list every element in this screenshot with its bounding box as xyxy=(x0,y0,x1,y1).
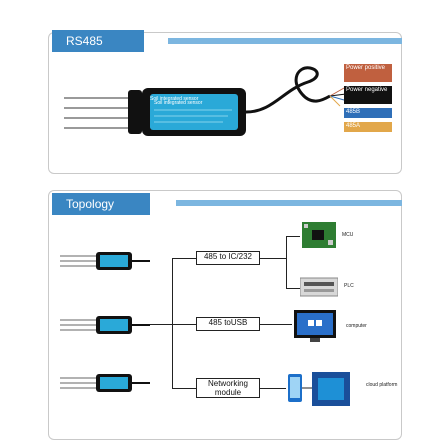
link-ic232 xyxy=(260,258,286,259)
mcu-icon xyxy=(302,222,336,248)
link-ic232-split xyxy=(286,236,287,288)
mcu-label: MCU xyxy=(342,232,354,238)
svg-text:Soil integrated sensor: Soil integrated sensor xyxy=(154,100,203,106)
legend-power-negative: Power negative xyxy=(344,86,392,104)
topology-tab: Topology xyxy=(52,193,150,215)
sensor-bus-link xyxy=(150,324,172,325)
legend-485a: 485A xyxy=(344,122,392,132)
link-to-mcu xyxy=(286,236,300,237)
sensor-1-image xyxy=(60,252,150,270)
rs485-tab: RS485 xyxy=(52,30,144,52)
sensor-2-image xyxy=(60,316,150,334)
rs485-tab-rule xyxy=(168,38,402,44)
bus-branch-3 xyxy=(172,388,196,389)
bus-branch-1 xyxy=(172,258,196,259)
topology-tab-rule xyxy=(176,200,402,206)
converter-ic232: 485 to IC/232 xyxy=(196,251,260,265)
cloud-platform-label: cloud platform xyxy=(366,382,398,388)
sensor-3-image xyxy=(60,374,150,392)
bus-vertical xyxy=(172,258,173,388)
converter-usb: 485 toUSB xyxy=(196,317,260,331)
link-to-plc xyxy=(286,288,300,289)
bus-branch-2 xyxy=(172,324,196,325)
cloud-platform-icon xyxy=(288,372,350,406)
plc-label: PLC xyxy=(344,283,354,289)
legend-485b: 485B xyxy=(344,108,392,118)
computer-icon xyxy=(294,310,336,342)
link-to-computer xyxy=(260,324,292,325)
converter-networking: Networking module xyxy=(196,378,260,398)
computer-label: computer xyxy=(346,323,367,329)
plc-icon xyxy=(300,277,338,297)
legend-power-positive: Power positive xyxy=(344,64,392,82)
sensor-label: Soil integrated sensor xyxy=(150,96,199,102)
soil-sensor-image: Soil integrated sensor xyxy=(64,66,347,136)
link-to-phone xyxy=(260,388,286,389)
